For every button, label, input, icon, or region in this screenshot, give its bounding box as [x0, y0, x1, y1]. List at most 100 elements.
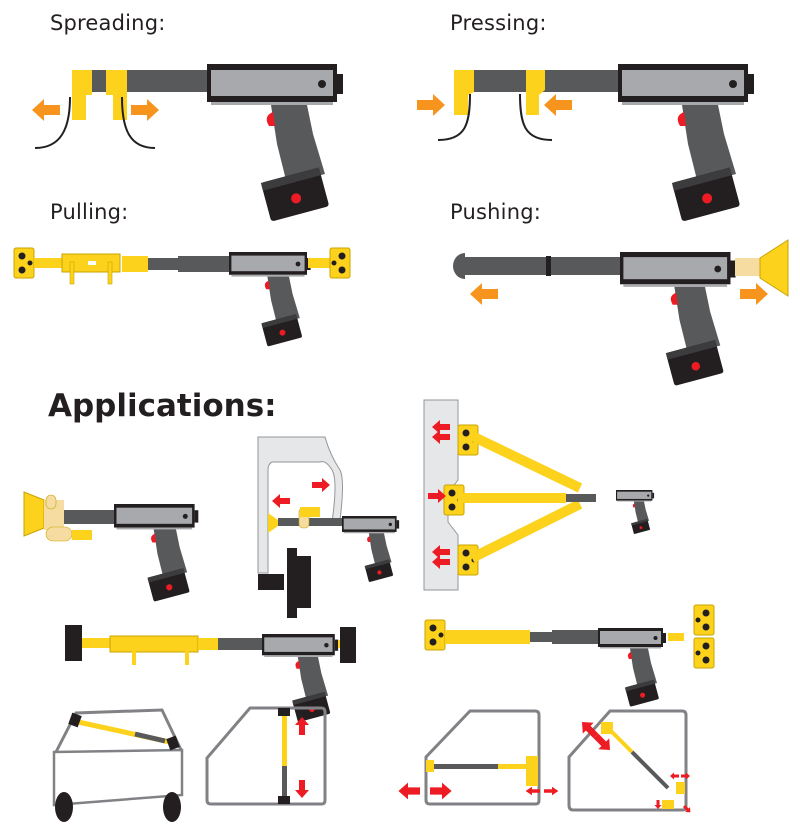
hinge-arm [45, 526, 73, 542]
jaw-tip [72, 530, 92, 540]
application-tripod-pull [423, 399, 655, 591]
jaw-left [72, 70, 92, 120]
rod [530, 632, 552, 642]
hydraulic-ram-gun-icon [616, 490, 655, 535]
extension-tube [122, 256, 148, 272]
locking-pin [132, 643, 136, 665]
yellow-rod [198, 638, 218, 650]
car-roof [54, 708, 184, 753]
wedge-head [759, 239, 789, 297]
wedge-head [268, 513, 278, 533]
yellow-arm [498, 764, 526, 769]
application-car-front [52, 708, 184, 822]
orange-arrow-icon [417, 94, 445, 116]
rod [630, 750, 670, 790]
rod [566, 494, 596, 502]
rod [278, 518, 343, 526]
yellow-arm [469, 499, 583, 563]
car-wheel [163, 792, 181, 822]
mode-label-pushing: Pushing: [450, 200, 542, 224]
hydraulic-ram-gun-icon [342, 516, 400, 583]
rubber-pad [340, 627, 356, 663]
red-arrow-icon [670, 772, 679, 780]
application-wedge-hinge [23, 491, 199, 602]
tee-plate-left [13, 247, 35, 279]
red-arrow-icon [654, 800, 662, 809]
yellow-arm [458, 493, 566, 503]
applications-heading: Applications: [48, 388, 277, 424]
round-head [453, 253, 465, 279]
mode-label-pulling: Pulling: [50, 200, 129, 224]
workpiece-left [437, 93, 471, 141]
workpiece-right [121, 96, 156, 149]
car-body [52, 748, 184, 807]
rod [134, 731, 166, 744]
hydraulic-ram-gun-icon [618, 64, 754, 222]
rod [551, 257, 623, 275]
rod [148, 258, 178, 270]
clamp-jaw [287, 548, 297, 618]
extension-tube [445, 630, 530, 644]
rubber-pad [68, 712, 82, 728]
yellow-arm [469, 431, 583, 493]
rod [282, 766, 287, 796]
yellow-rod [82, 638, 112, 648]
red-arrow-icon [272, 494, 290, 508]
rod [434, 764, 498, 769]
rod-joint [546, 256, 551, 276]
red-arrow-icon [544, 786, 559, 796]
jaw-right [106, 70, 127, 120]
rod [64, 510, 116, 524]
application-panel-press [257, 436, 400, 618]
rod [178, 256, 230, 272]
orange-arrow-icon [740, 283, 768, 305]
application-door-vertical [205, 706, 327, 806]
yellow-rod [668, 633, 684, 641]
locking-pin [107, 261, 113, 285]
locking-pin [185, 643, 189, 665]
rod [465, 257, 547, 275]
tee-plate [662, 800, 674, 809]
rod [552, 630, 598, 644]
application-door-diagonal [567, 709, 693, 815]
door-frame [424, 709, 541, 806]
hydraulic-ram-gun-icon [229, 252, 311, 347]
workpiece-left [34, 96, 71, 149]
orange-arrow-icon [131, 99, 159, 121]
workpiece-right [519, 93, 553, 141]
tee-plate-right [329, 247, 351, 279]
hydraulic-ram-gun-icon [598, 628, 666, 707]
tee-plate [426, 760, 434, 772]
yellow-rod [34, 258, 64, 268]
jaw-right [526, 70, 545, 115]
orange-arrow-icon [544, 94, 572, 116]
rubber-pad [166, 735, 180, 751]
jaw-tip [300, 507, 320, 517]
car-wheel [55, 792, 73, 822]
red-arrow-icon [430, 782, 452, 800]
pressing-diagram [417, 64, 754, 222]
tee-plate [693, 604, 715, 636]
wedge-head [23, 491, 45, 537]
tee-plate [526, 756, 538, 786]
red-arrow-icon [398, 782, 420, 800]
cream-adapter [735, 258, 760, 276]
orange-arrow-icon [32, 99, 60, 121]
rubber-pad [278, 708, 290, 716]
hydraulic-ram-gun-icon [620, 252, 736, 386]
yellow-rod [308, 258, 332, 268]
yellow-arm [282, 716, 287, 766]
hinge-lug [45, 494, 57, 510]
tee-plate [424, 619, 446, 651]
locking-pin [69, 261, 75, 285]
application-tee-pull [424, 604, 715, 707]
clamp-jaw [297, 556, 311, 608]
mode-label-pressing: Pressing: [450, 11, 547, 35]
pulling-diagram [13, 247, 351, 347]
red-arrow-icon [295, 780, 309, 798]
pushing-diagram [453, 239, 789, 386]
slot [88, 261, 96, 265]
orange-arrow-icon [470, 283, 498, 305]
tee-plate [676, 782, 685, 794]
